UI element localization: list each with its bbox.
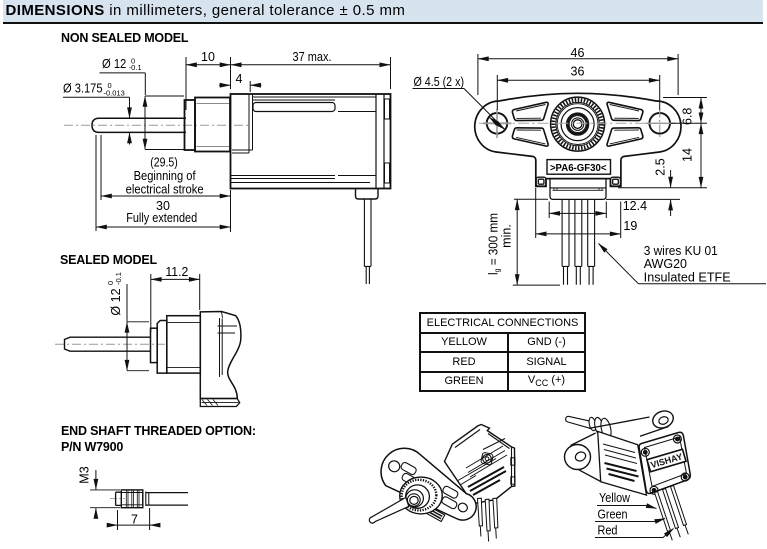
svg-text:-0.1: -0.1: [114, 272, 123, 285]
svg-text:3 wires KU 01: 3 wires KU 01: [644, 244, 718, 258]
svg-text:Ø 12: Ø 12: [102, 57, 126, 71]
svg-text:-0.1: -0.1: [129, 63, 142, 72]
svg-text:AWG20: AWG20: [644, 257, 687, 271]
svg-text:electrical stroke: electrical stroke: [126, 182, 204, 196]
svg-text:0: 0: [131, 57, 135, 66]
svg-text:M3: M3: [78, 466, 92, 483]
svg-text:Fully extended: Fully extended: [126, 211, 197, 225]
svg-text:11.2: 11.2: [165, 265, 188, 279]
svg-text:36: 36: [571, 65, 585, 79]
svg-text:>PA6-GF30<: >PA6-GF30<: [550, 163, 607, 174]
svg-text:4: 4: [236, 72, 243, 86]
svg-text:Ø 4.5 (2 x): Ø 4.5 (2 x): [414, 75, 465, 89]
svg-text:14: 14: [681, 148, 695, 162]
svg-text:min.: min.: [500, 224, 514, 248]
svg-text:12.4: 12.4: [623, 199, 647, 213]
svg-text:Ø 12: Ø 12: [109, 288, 123, 315]
svg-text:6.8: 6.8: [681, 108, 695, 125]
svg-text:Red: Red: [598, 524, 618, 538]
svg-text:Insulated ETFE: Insulated ETFE: [644, 271, 731, 285]
svg-text:-0.013: -0.013: [104, 88, 125, 97]
svg-text:Yellow: Yellow: [599, 491, 631, 505]
svg-text:Ø 3.175: Ø 3.175: [63, 82, 103, 96]
svg-text:37 max.: 37 max.: [293, 50, 332, 64]
svg-text:Green: Green: [598, 508, 628, 522]
svg-text:2.5: 2.5: [654, 158, 668, 175]
svg-text:30: 30: [156, 199, 170, 213]
svg-text:lg = 300 mm: lg = 300 mm: [487, 213, 502, 275]
svg-text:(29.5): (29.5): [150, 156, 178, 170]
svg-text:Beginning of: Beginning of: [134, 169, 196, 183]
svg-text:46: 46: [571, 46, 585, 60]
svg-text:7: 7: [131, 513, 138, 527]
svg-text:19: 19: [623, 219, 637, 233]
svg-text:10: 10: [201, 50, 215, 64]
svg-text:0: 0: [108, 81, 112, 90]
svg-text:0: 0: [106, 281, 115, 285]
